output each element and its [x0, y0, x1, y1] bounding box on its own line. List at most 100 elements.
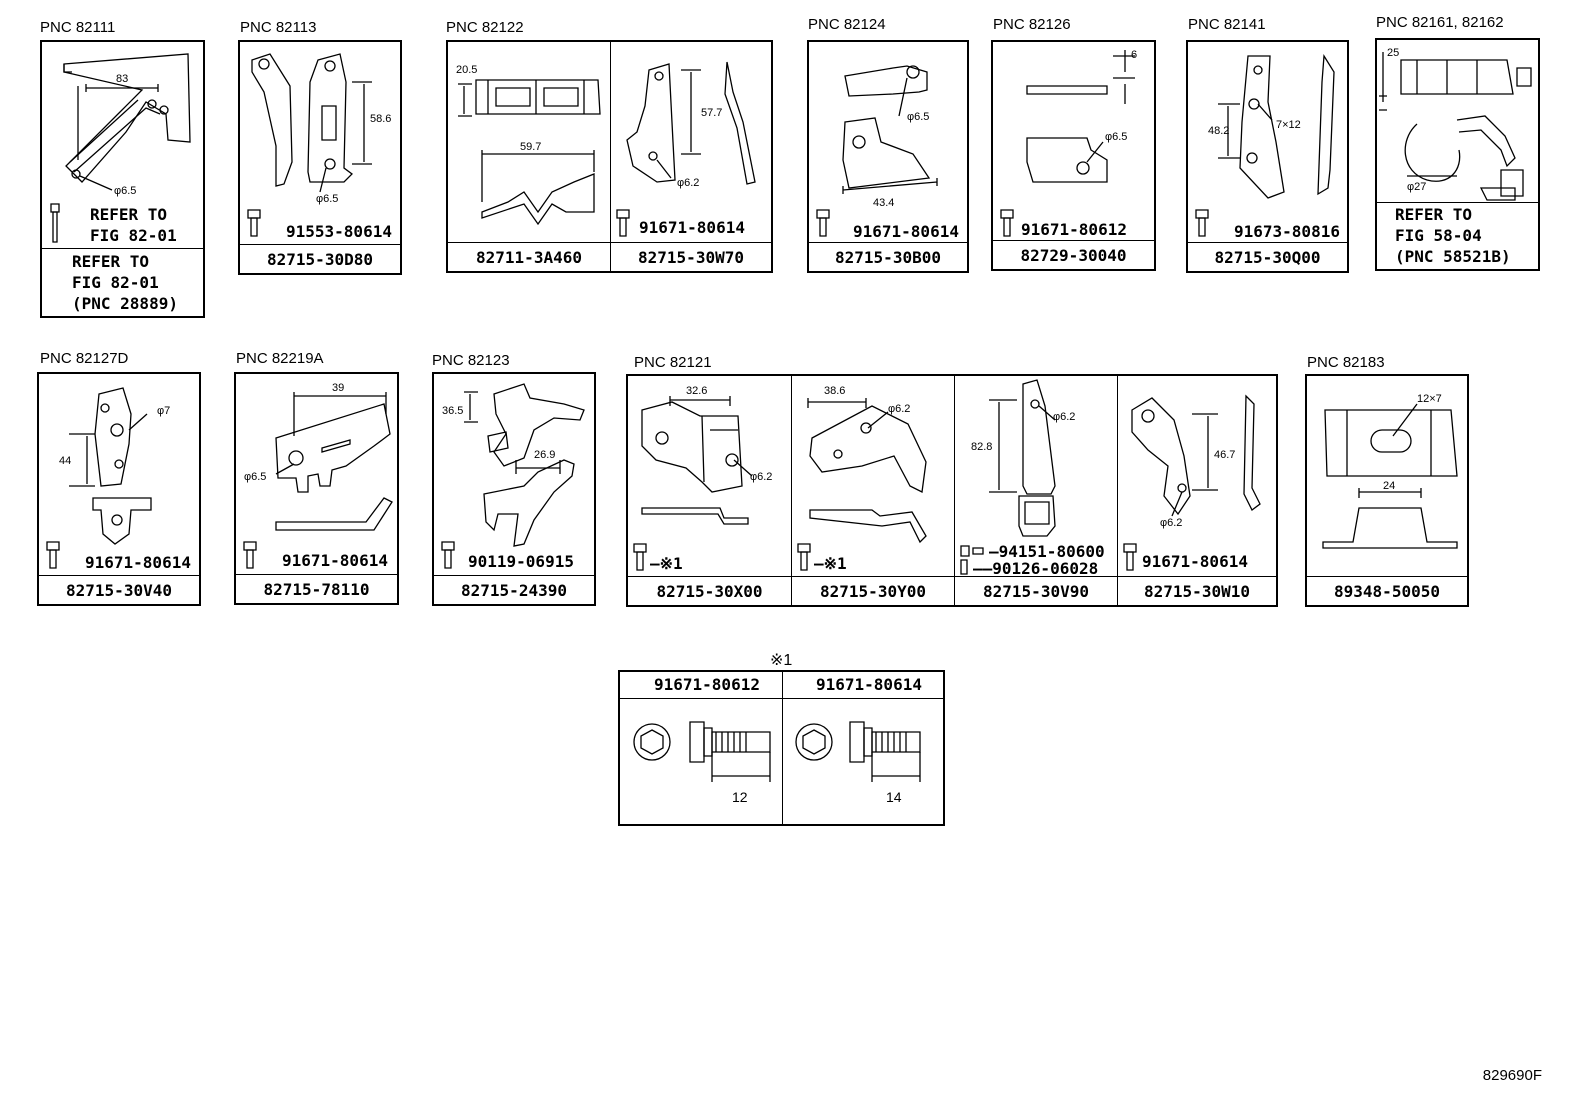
part-box-82127d[interactable]: φ7 44 91671-80614 82715-30V40	[37, 372, 201, 606]
fastener-number: 94151-80600	[998, 542, 1105, 561]
flange-bolt-icon	[796, 722, 920, 782]
bracket-drawing-82219a: 39 φ6.5	[236, 382, 401, 607]
note-table-col2-part[interactable]: 91671-80614	[816, 675, 922, 694]
part-box-82219a[interactable]: 39 φ6.5 91671-80614 82715-78110	[234, 372, 399, 605]
fastener-82141: 91673-80816	[1234, 222, 1340, 241]
fastener-82121b: —※1	[814, 554, 847, 573]
pnc-label-82126: PNC 82126	[993, 16, 1071, 33]
part-number-82121a[interactable]: 82715-30X00	[628, 576, 791, 605]
pnc-label-82127d: PNC 82127D	[40, 350, 129, 367]
clip-drawing-82161: 25 φ27	[1377, 47, 1542, 273]
bracket-drawing-82124: φ6.5 43.4	[809, 42, 971, 275]
fastener-82121a: —※1	[650, 554, 683, 573]
dim-82219a-width: 39	[332, 382, 344, 394]
dim-82141-length: 48.2	[1208, 125, 1229, 137]
bolt-icon	[1001, 210, 1013, 236]
note-table-col1-length: 12	[732, 789, 748, 805]
bracket-drawing-82121b: 38.6 φ6.2	[792, 385, 955, 609]
bolt-icon	[617, 210, 629, 236]
fastener-82124: 91671-80614	[853, 222, 959, 241]
dim-82123-width: 26.9	[534, 449, 555, 461]
part-number-82121c[interactable]: 82715-30V90	[955, 576, 1117, 605]
bolt-icon	[442, 542, 454, 568]
clip-drawing-82183: 12×7 24	[1307, 393, 1471, 609]
part-box-82121[interactable]: 32.6 φ6.2 —※1 82715-30X00 38.6 φ6	[626, 374, 1278, 607]
note-table-col1-part[interactable]: 91671-80612	[654, 675, 760, 694]
part-box-82141[interactable]: 48.2 7×12 91673-80816 82715-30Q00	[1186, 40, 1349, 273]
fastener-number: 90126-06028	[992, 559, 1099, 578]
part-number-82219a[interactable]: 82715-78110	[236, 574, 397, 603]
dim-82183-slot: 12×7	[1417, 393, 1442, 405]
refer-line: REFER TO	[1395, 205, 1473, 224]
bolt-icon	[1124, 544, 1136, 570]
fastener-82126: 91671-80612	[1021, 220, 1127, 239]
pnc-label-82113: PNC 82113	[240, 19, 317, 36]
dim-82121d-hole: φ6.2	[1160, 517, 1182, 529]
refer-line: (PNC 28889)	[72, 294, 178, 313]
bracket-drawing-82113: 58.6 φ6.5	[240, 42, 391, 277]
refer-note-82111-inner: REFER TO FIG 82-01	[90, 204, 177, 246]
bracket-drawing-82121c: 82.8 φ6.2	[955, 376, 1075, 609]
bracket-drawing-82126: 6 φ6.5	[993, 49, 1137, 273]
dim-82111-length: 83	[116, 73, 128, 85]
cell-82121-c: 82.8 φ6.2 —94151-80600 ——90126-06028 827…	[954, 376, 1117, 605]
bolt-icon	[817, 210, 829, 236]
cell-82122-a: 20.5 59.7 82711-3A460	[448, 42, 610, 271]
part-number-82124[interactable]: 82715-30B00	[809, 242, 967, 271]
dim-82122-width: 59.7	[520, 141, 541, 153]
dim-82122b-length: 57.7	[701, 107, 722, 119]
part-number-82121b[interactable]: 82715-30Y00	[792, 576, 954, 605]
part-number-82141[interactable]: 82715-30Q00	[1188, 242, 1347, 271]
dim-82123-height: 36.5	[442, 405, 463, 417]
bolt-icon	[51, 204, 59, 242]
dim-82111-hole: φ6.5	[114, 185, 136, 197]
part-number-82113[interactable]: 82715-30D80	[240, 244, 400, 273]
clamp-drawing-82122a: 20.5 59.7	[456, 64, 610, 275]
dim-82113-hole: φ6.5	[316, 193, 338, 205]
dim-82161-height: 25	[1387, 47, 1399, 59]
refer-line: REFER TO	[72, 252, 150, 271]
part-number-82122a[interactable]: 82711-3A460	[448, 242, 610, 271]
dim-82121c-length: 82.8	[971, 441, 992, 453]
bracket-drawing-82121a: 32.6 φ6.2	[628, 385, 772, 609]
dim-82121b-width: 38.6	[824, 385, 845, 397]
pnc-label-82124: PNC 82124	[808, 16, 886, 33]
part-number-82123[interactable]: 82715-24390	[434, 575, 594, 604]
dim-82183-width: 24	[1383, 480, 1395, 492]
part-number-82127d[interactable]: 82715-30V40	[39, 575, 199, 604]
bracket-drawing-82127d: φ7 44	[39, 374, 170, 608]
pnc-label-82183: PNC 82183	[1307, 354, 1385, 371]
refer-note-82161: REFER TO FIG 58-04 (PNC 58521B)	[1395, 204, 1511, 267]
part-box-82126[interactable]: 6 φ6.5 91671-80612 82729-30040	[991, 40, 1156, 271]
bolt-icon	[634, 544, 646, 570]
bolt-icon	[244, 542, 256, 568]
figure-number: 829690F	[1482, 1067, 1542, 1084]
part-box-82111[interactable]: 83 φ6.5 REFER TO FIG 82-01 REFER TO FIG …	[40, 40, 205, 318]
dim-82121c-hole: φ6.2	[1053, 411, 1075, 423]
part-box-82183[interactable]: 12×7 24 89348-50050	[1305, 374, 1469, 607]
cell-82121-d: 46.7 φ6.2 91671-80614 82715-30W10	[1117, 376, 1276, 605]
note-table-col2-length: 14	[886, 789, 902, 805]
dim-82122b-hole: φ6.2	[677, 177, 699, 189]
bracket-drawing-82111: 83 φ6.5	[42, 42, 207, 320]
part-box-82122[interactable]: 20.5 59.7 82711-3A460 57.7 φ6.2	[446, 40, 773, 273]
dim-82141-slot: 7×12	[1276, 119, 1301, 131]
part-number-82122b[interactable]: 82715-30W70	[611, 242, 771, 271]
fastener-82219a: 91671-80614	[282, 551, 388, 570]
bracket-drawing-82141: 48.2 7×12	[1188, 42, 1351, 275]
note-mark: ※1	[659, 554, 683, 573]
dim-82121a-hole: φ6.2	[750, 471, 772, 483]
part-number-82121d[interactable]: 82715-30W10	[1118, 576, 1276, 605]
part-box-82124[interactable]: φ6.5 43.4 91671-80614 82715-30B00	[807, 40, 969, 273]
part-number-82126[interactable]: 82729-30040	[993, 240, 1154, 269]
part-box-82113[interactable]: 58.6 φ6.5 91553-80614 82715-30D80	[238, 40, 402, 275]
part-number-82183[interactable]: 89348-50050	[1307, 576, 1467, 605]
bolt-icon	[798, 544, 810, 570]
pnc-label-82121: PNC 82121	[634, 354, 712, 371]
note-table: 91671-80612 91671-80614 12 14	[618, 670, 945, 826]
dim-82122-height: 20.5	[456, 64, 477, 76]
fastener-82127d: 91671-80614	[85, 553, 191, 572]
part-box-82123[interactable]: 36.5 26.9 90119-06915 82715-24390	[432, 372, 596, 606]
part-box-82161[interactable]: 25 φ27 REFER TO FIG 58-04 (PNC 58521B)	[1375, 38, 1540, 271]
